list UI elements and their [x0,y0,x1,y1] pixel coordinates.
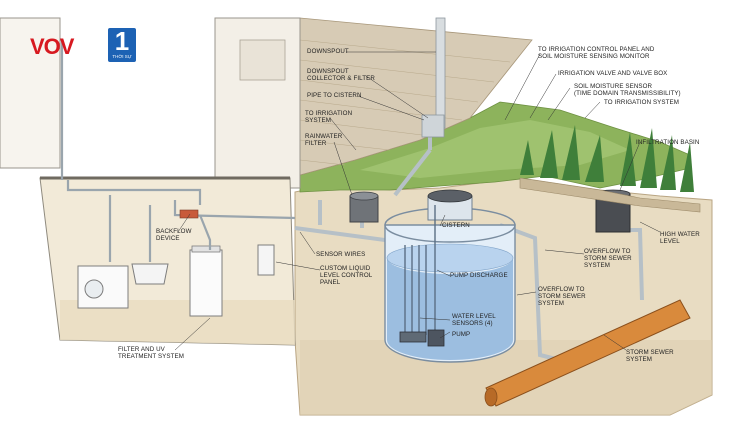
logo-tagline: THỜI SỰ [112,54,132,59]
label-pipe-to-cistern: PIPE TO CISTERN [307,92,362,99]
downspout-collector [421,114,445,138]
label-soil-moisture-sensor: SOIL MOISTURE SENSOR (TIME DOMAIN TRANSM… [574,83,681,97]
label-overflow-lower: OVERFLOW TO STORM SEWER SYSTEM [538,286,586,307]
soil-lower-band [300,340,712,415]
brick-lines [299,39,511,166]
logo-brand: VOV [30,34,74,59]
label-rainwater-filter: RAINWATER FILTER [305,133,343,147]
filter-uv-cap [191,245,221,253]
leader-lines [174,51,661,351]
laundry-sink [131,263,169,285]
label-to-irrigation-system-right: TO IRRIGATION SYSTEM [604,99,679,106]
house-upper-left [0,17,61,169]
label-downspout: DOWNSPOUT [307,48,349,55]
filter-uv-unit [189,249,223,317]
control-panel-box [257,244,275,276]
label-filter-uv-treatment: FILTER AND UV TREATMENT SYSTEM [118,346,184,360]
label-overflow-upper: OVERFLOW TO STORM SEWER SYSTEM [584,248,632,269]
backflow-device [179,209,199,219]
label-irrigation-control-panel: TO IRRIGATION CONTROL PANEL AND SOIL MOI… [538,46,655,60]
label-downspout-collector-filter: DOWNSPOUT COLLECTOR & FILTER [307,68,375,82]
storm-sewer-mouth [484,387,498,407]
label-storm-sewer-system: STORM SEWER SYSTEM [626,349,674,363]
sensor-base [399,331,427,343]
label-cistern: CISTERN [442,222,470,229]
label-high-water-level: HIGH WATER LEVEL [660,231,700,245]
logo-channel-number: 1 [114,26,130,56]
label-backflow-device: BACKFLOW DEVICE [156,228,192,242]
label-sensor-wires: SENSOR WIRES [316,251,366,258]
label-irrigation-valve-box: IRRIGATION VALVE AND VALVE BOX [558,70,668,77]
basin-stones [519,177,701,213]
logo-channel-box: 1 THỜI SỰ [108,26,136,62]
label-pump-discharge: PUMP DISCHARGE [450,272,508,279]
vov1-logo: VOV 1 THỜI SỰ [30,26,140,68]
cistern-water-surface [386,243,514,273]
cistern-internals [404,205,436,340]
label-infiltration-basin: INFILTRATION BASIN [636,139,700,146]
downspout-pipe [435,17,446,129]
label-custom-liquid-level-panel: CUSTOM LIQUID LEVEL CONTROL PANEL [320,265,373,286]
basement-floor [60,300,295,345]
pump-unit [427,329,445,347]
washer-door [84,279,104,299]
label-pump: PUMP [452,331,471,338]
house-window [239,39,286,81]
basin-plants [520,125,694,192]
cistern-lid [427,189,473,203]
lawn-highlight [360,120,630,178]
rainwater-filter-top [349,191,379,201]
label-to-irrigation-system-left: TO IRRIGATION SYSTEM [305,110,353,124]
interior-pipes [60,40,296,262]
label-water-level-sensors: WATER LEVEL SENSORS (4) [452,313,496,327]
